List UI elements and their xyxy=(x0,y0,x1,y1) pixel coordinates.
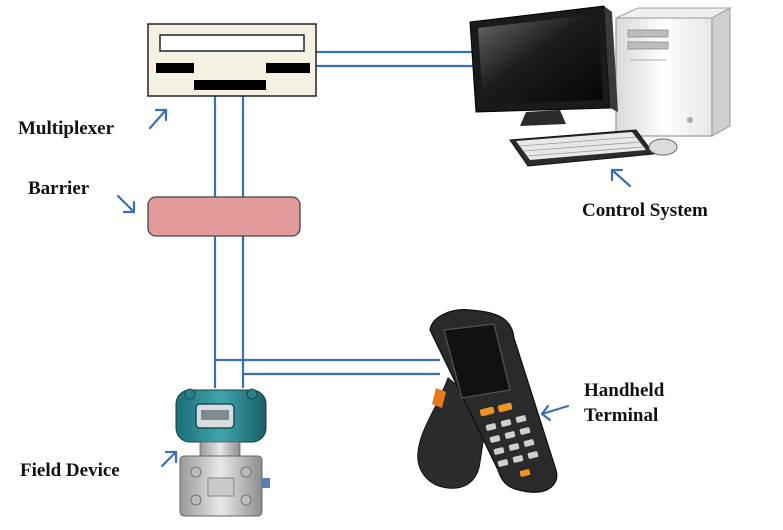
field-device-arrow xyxy=(160,450,178,468)
pc-mouse xyxy=(648,138,678,156)
barrier-label: Barrier xyxy=(28,178,90,199)
pc-keyboard xyxy=(509,129,655,167)
wiring xyxy=(213,50,478,388)
multiplexer-slot-right xyxy=(266,63,310,73)
desktop-computer-icon xyxy=(469,5,732,167)
pressure-transmitter-icon xyxy=(175,388,270,517)
multiplexer-device-icon xyxy=(147,23,317,97)
barrier-block xyxy=(147,196,301,237)
multiplexer-display-slot xyxy=(159,34,305,52)
pc-tower xyxy=(615,7,732,137)
control-system-label: Control System xyxy=(582,200,708,221)
handheld-keypad xyxy=(479,402,539,477)
barrier-arrow xyxy=(116,194,136,214)
multiplexer-label: Multiplexer xyxy=(18,118,115,139)
handheld-label-line1: Handheld xyxy=(584,380,665,401)
pc-monitor xyxy=(469,5,618,126)
handheld-label-line2: Terminal xyxy=(584,405,658,426)
handheld-terminal-icon xyxy=(417,309,558,493)
field-device-label: Field Device xyxy=(20,460,120,481)
multiplexer-slot-bottom xyxy=(194,80,266,90)
multiplexer-arrow xyxy=(148,108,168,130)
control-system-arrow xyxy=(610,168,632,188)
handheld-arrow xyxy=(540,404,570,422)
handheld-screen xyxy=(443,323,511,399)
pointer-arrows xyxy=(116,108,632,468)
multiplexer-slot-left xyxy=(156,63,194,73)
